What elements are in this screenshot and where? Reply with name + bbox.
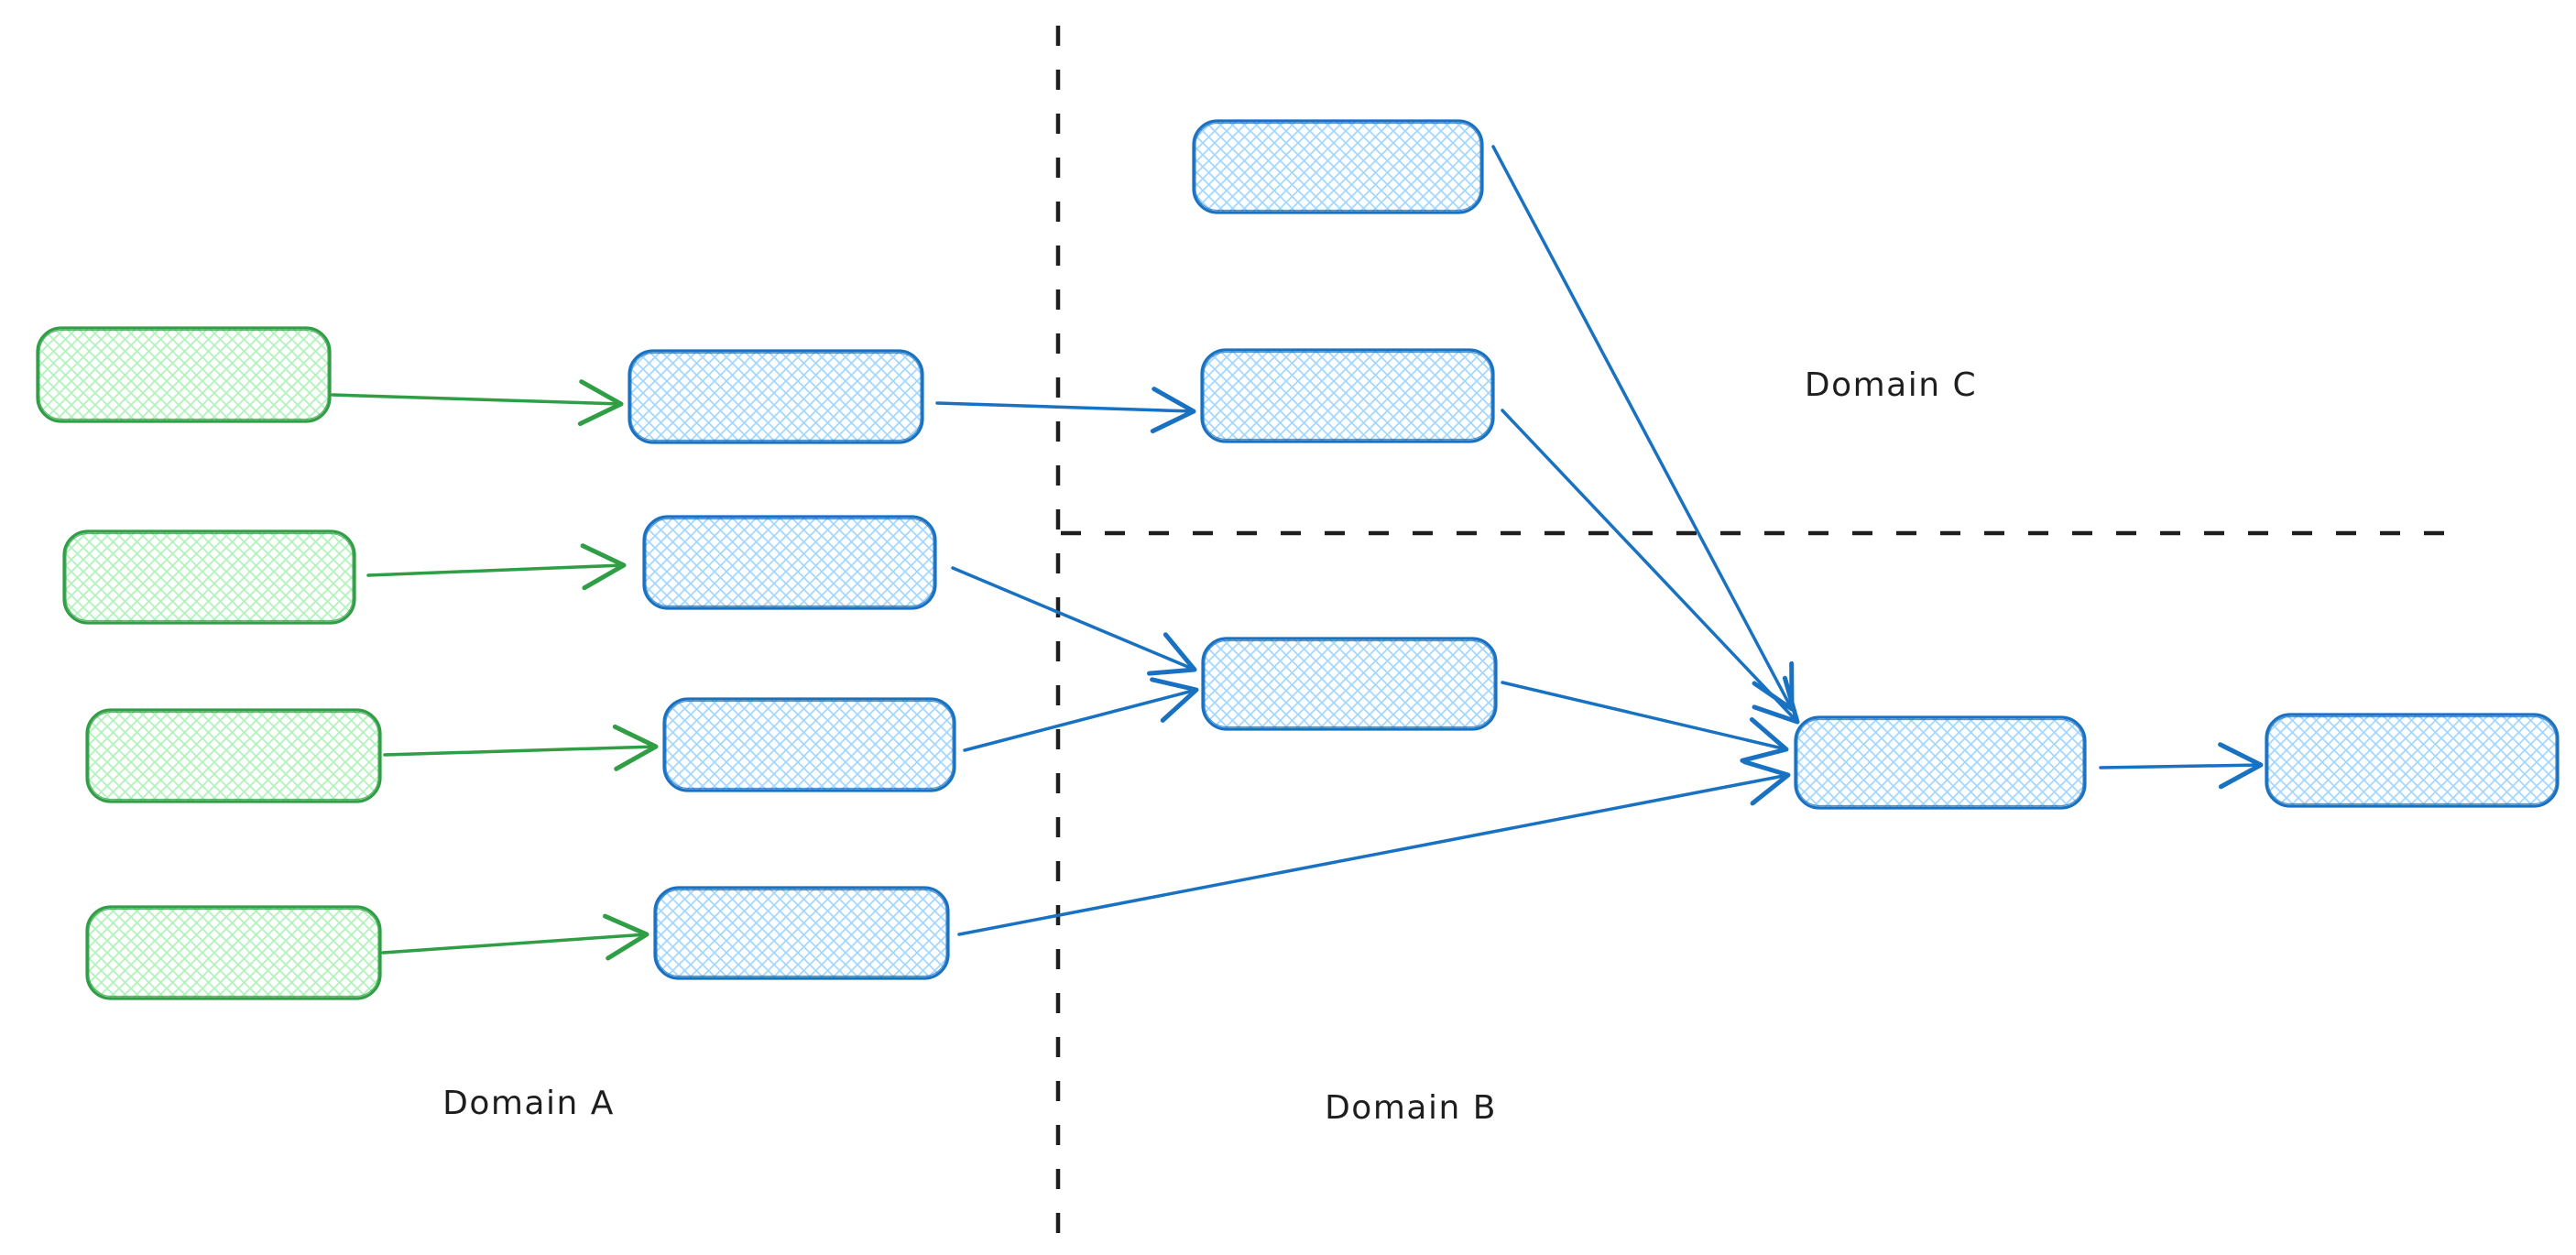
edge-d1-d2[interactable] bbox=[2099, 742, 2264, 790]
node-b4[interactable] bbox=[653, 886, 950, 980]
edge-b3-c3[interactable] bbox=[963, 677, 1199, 752]
node-b2[interactable] bbox=[642, 515, 937, 610]
edge-a3-b3[interactable] bbox=[383, 724, 659, 771]
node-b1[interactable] bbox=[628, 349, 924, 444]
edge-a2-b2[interactable] bbox=[366, 543, 627, 591]
node-b3[interactable] bbox=[662, 697, 956, 792]
node-c3[interactable] bbox=[1201, 637, 1498, 731]
edge-c2-d1[interactable] bbox=[1501, 409, 1800, 725]
node-a4[interactable] bbox=[85, 905, 382, 1000]
edge-c3-d1[interactable] bbox=[1501, 681, 1789, 763]
node-d2[interactable] bbox=[2265, 713, 2560, 808]
domain-c-label[interactable]: Domain C bbox=[1805, 366, 1977, 404]
node-c1[interactable] bbox=[1192, 119, 1484, 214]
edge-a1-b1[interactable] bbox=[331, 379, 624, 427]
edge-b1-c2[interactable] bbox=[935, 387, 1196, 434]
node-a1[interactable] bbox=[36, 326, 332, 423]
node-a3[interactable] bbox=[85, 708, 382, 803]
domain-a-label[interactable]: Domain A bbox=[442, 1085, 615, 1122]
node-c2[interactable] bbox=[1200, 348, 1495, 443]
node-d1[interactable] bbox=[1794, 715, 2087, 810]
node-a2[interactable] bbox=[62, 529, 356, 625]
edge-c1-d1[interactable] bbox=[1491, 145, 1795, 712]
domain-b-label[interactable]: Domain B bbox=[1325, 1089, 1497, 1127]
edge-b2-c3[interactable] bbox=[951, 566, 1197, 676]
edge-b4-d1[interactable] bbox=[957, 759, 1791, 936]
edge-a4-b4[interactable] bbox=[381, 913, 649, 961]
